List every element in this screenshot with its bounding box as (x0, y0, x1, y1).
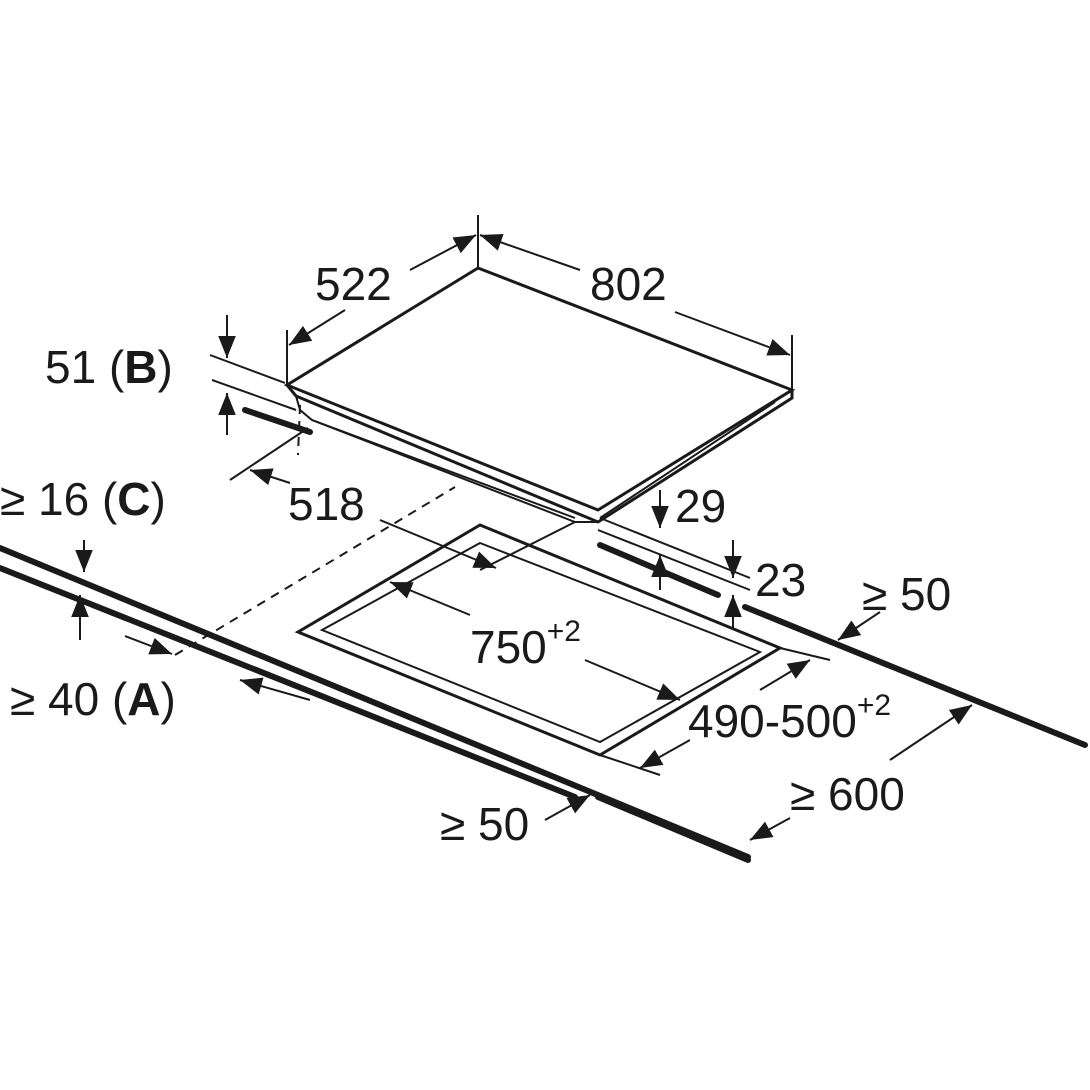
label-40-a: ≥ 40 (A) (10, 673, 176, 725)
projection-line-left (174, 486, 456, 656)
cutout-inner (319, 541, 763, 744)
dim-29-23: 29 23 (597, 480, 806, 628)
hob-base-line (311, 419, 576, 519)
dim-arrow (124, 635, 173, 655)
dim-750: 750+2 (389, 581, 681, 701)
dim-arrow (479, 233, 581, 271)
dim-arrow (379, 519, 497, 569)
dim-arrow (749, 817, 791, 841)
dim-arrow (288, 309, 346, 346)
dim-50-front: ≥ 50 (440, 794, 591, 850)
label-50-right: ≥ 50 (862, 568, 951, 620)
hob-right-edge-line (599, 401, 776, 519)
ext-line (599, 754, 661, 776)
dim-arrow (759, 659, 811, 691)
projection-line-center (479, 521, 576, 571)
dim-802: 802 (479, 233, 793, 390)
label-600: ≥ 600 (790, 768, 905, 820)
label-40-prefix: ≥ 40 ( (10, 673, 128, 725)
label-b-letter: B (124, 341, 157, 393)
dim-522: 522 (286, 215, 479, 385)
worktop-front-edge-right (595, 794, 751, 863)
dim-16-c: ≥ 16 (C) (0, 473, 166, 640)
dim-arrow (837, 611, 881, 641)
label-c-letter: C (117, 473, 150, 525)
label-23: 23 (755, 554, 806, 606)
label-16-c: ≥ 16 (C) (0, 473, 166, 525)
ext-line (597, 529, 751, 591)
label-51-b: 51 (B) (45, 341, 173, 393)
label-close: ) (161, 673, 176, 725)
dim-arrow (409, 234, 477, 271)
label-16-prefix: ≥ 16 ( (0, 473, 118, 525)
label-51-prefix: 51 ( (45, 341, 125, 393)
dim-490-500: 490-500+2 (599, 647, 891, 776)
projection-line-hob (297, 404, 301, 456)
dim-arrow (249, 468, 291, 486)
label-750: 750+2 (470, 615, 581, 673)
worktop-front-edge-bottom (0, 565, 578, 800)
ext-line (779, 647, 831, 661)
dim-arrow (389, 581, 471, 616)
label-29: 29 (675, 480, 726, 532)
label-a-letter: A (127, 673, 160, 725)
label-490-500-value: 490-500 (688, 695, 857, 747)
ext-line (211, 379, 297, 411)
label-close: ) (151, 473, 166, 525)
label-close: ) (158, 341, 173, 393)
dim-arrow (639, 739, 691, 769)
ext-line (209, 354, 286, 384)
dim-arrow (674, 311, 791, 356)
dim-600: ≥ 600 (749, 704, 973, 841)
label-490-500: 490-500+2 (688, 689, 891, 747)
label-490-500-tolerance: +2 (857, 689, 891, 722)
dim-50-right: ≥ 50 (837, 568, 951, 641)
label-50-front: ≥ 50 (440, 798, 529, 850)
hob-top-surface (283, 266, 796, 512)
label-802: 802 (590, 258, 667, 310)
dim-arrow (544, 794, 591, 821)
ext-line (229, 427, 309, 481)
dim-arrow (584, 659, 681, 701)
dim-51-b: 51 (B) (45, 315, 297, 435)
dim-arrow (889, 704, 973, 761)
label-522: 522 (315, 258, 392, 310)
hob (283, 266, 796, 524)
label-750-tolerance: +2 (547, 615, 581, 648)
dim-518: 518 (229, 427, 497, 569)
label-750-value: 750 (470, 621, 547, 673)
worktop-rear-edge (742, 604, 1088, 748)
dim-40-a: ≥ 40 (A) (10, 635, 311, 725)
dim-arrow (239, 677, 311, 701)
label-518: 518 (288, 478, 365, 530)
